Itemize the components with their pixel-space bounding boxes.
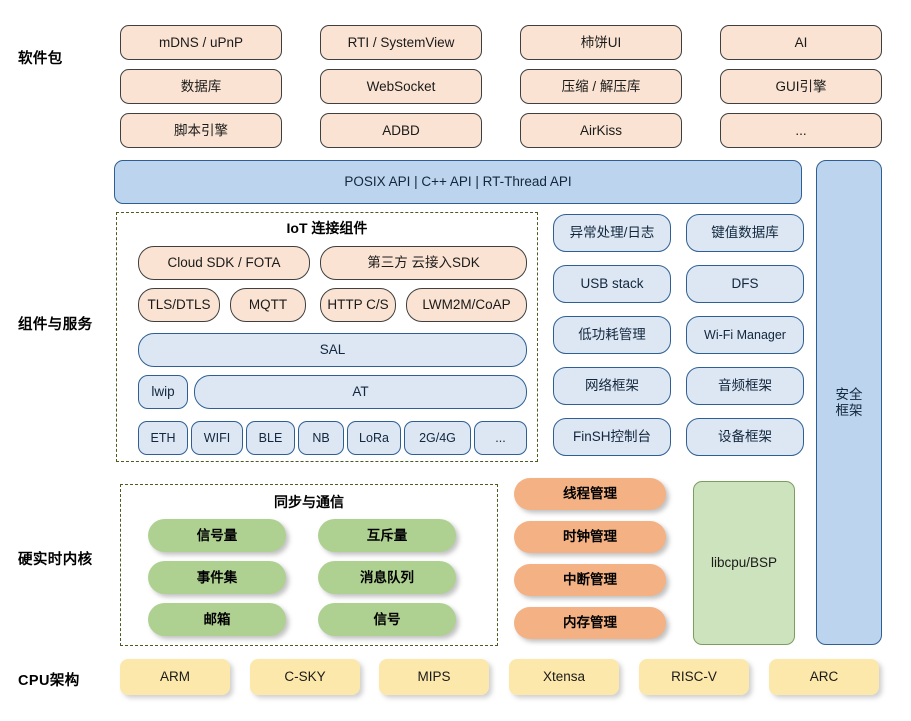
sync-communication-title: 同步与通信 xyxy=(274,494,344,510)
iot-phy-box[interactable]: BLE xyxy=(246,421,295,455)
api-layer-bar[interactable]: POSIX API | C++ API | RT-Thread API xyxy=(114,160,802,204)
iot-protocol-box[interactable]: HTTP C/S xyxy=(320,288,396,322)
iot-sal-box[interactable]: SAL xyxy=(138,333,527,367)
iot-phy-box[interactable]: ETH xyxy=(138,421,188,455)
component-box[interactable]: 音频框架 xyxy=(686,367,804,405)
cpu-arch-box[interactable]: MIPS xyxy=(379,659,489,695)
iot-phy-box[interactable]: WIFI xyxy=(191,421,243,455)
iot-phy-box[interactable]: 2G/4G xyxy=(404,421,471,455)
kernel-sync-box[interactable]: 事件集 xyxy=(148,561,286,594)
software-package-box[interactable]: ... xyxy=(720,113,882,148)
kernel-sync-box[interactable]: 邮箱 xyxy=(148,603,286,636)
kernel-sync-box[interactable]: 互斥量 xyxy=(318,519,456,552)
iot-protocol-box[interactable]: MQTT xyxy=(230,288,306,322)
software-package-box[interactable]: GUI引擎 xyxy=(720,69,882,104)
security-framework-column[interactable]: 安全 框架 xyxy=(816,160,882,645)
iot-protocol-box[interactable]: TLS/DTLS xyxy=(138,288,220,322)
software-package-box[interactable]: RTI / SystemView xyxy=(320,25,482,60)
component-box[interactable]: 设备框架 xyxy=(686,418,804,456)
iot-cloud-sdk-box[interactable]: Cloud SDK / FOTA xyxy=(138,246,310,280)
row-label-components-services: 组件与服务 xyxy=(18,317,93,333)
sync-communication-group xyxy=(120,484,498,646)
software-package-box[interactable]: 脚本引擎 xyxy=(120,113,282,148)
component-box[interactable]: FinSH控制台 xyxy=(553,418,671,456)
iot-phy-box[interactable]: NB xyxy=(298,421,344,455)
iot-protocol-box[interactable]: LWM2M/CoAP xyxy=(406,288,527,322)
security-framework-label-line1: 安全 xyxy=(835,386,863,402)
component-box[interactable]: DFS xyxy=(686,265,804,303)
iot-phy-box[interactable]: ... xyxy=(474,421,527,455)
kernel-sync-box[interactable]: 信号 xyxy=(318,603,456,636)
iot-connect-group xyxy=(116,212,538,462)
row-label-cpu-architecture: CPU架构 xyxy=(18,673,80,689)
software-package-box[interactable]: mDNS / uPnP xyxy=(120,25,282,60)
software-package-box[interactable]: 柿饼UI xyxy=(520,25,682,60)
software-package-box[interactable]: WebSocket xyxy=(320,69,482,104)
component-box[interactable]: USB stack xyxy=(553,265,671,303)
software-package-box[interactable]: 数据库 xyxy=(120,69,282,104)
component-box[interactable]: 键值数据库 xyxy=(686,214,804,252)
row-label-hard-realtime-kernel: 硬实时内核 xyxy=(18,552,93,568)
libcpu-bsp-box[interactable]: libcpu/BSP xyxy=(693,481,795,645)
component-box[interactable]: 网络框架 xyxy=(553,367,671,405)
component-box[interactable]: Wi-Fi Manager xyxy=(686,316,804,354)
kernel-sync-box[interactable]: 信号量 xyxy=(148,519,286,552)
software-package-box[interactable]: AI xyxy=(720,25,882,60)
kernel-management-box[interactable]: 内存管理 xyxy=(514,607,666,639)
cpu-arch-box[interactable]: RISC-V xyxy=(639,659,749,695)
component-box[interactable]: 异常处理/日志 xyxy=(553,214,671,252)
iot-phy-box[interactable]: LoRa xyxy=(347,421,401,455)
kernel-management-box[interactable]: 线程管理 xyxy=(514,478,666,510)
iot-at-box[interactable]: AT xyxy=(194,375,527,409)
kernel-management-box[interactable]: 中断管理 xyxy=(514,564,666,596)
iot-lwip-box[interactable]: lwip xyxy=(138,375,188,409)
software-package-box[interactable]: AirKiss xyxy=(520,113,682,148)
cpu-arch-box[interactable]: ARC xyxy=(769,659,879,695)
cpu-arch-box[interactable]: Xtensa xyxy=(509,659,619,695)
component-box[interactable]: 低功耗管理 xyxy=(553,316,671,354)
software-package-box[interactable]: 压缩 / 解压库 xyxy=(520,69,682,104)
row-label-software-packages: 软件包 xyxy=(18,51,63,67)
kernel-management-box[interactable]: 时钟管理 xyxy=(514,521,666,553)
kernel-sync-box[interactable]: 消息队列 xyxy=(318,561,456,594)
cpu-arch-box[interactable]: C-SKY xyxy=(250,659,360,695)
security-framework-label-line2: 框架 xyxy=(835,402,863,418)
software-package-box[interactable]: ADBD xyxy=(320,113,482,148)
iot-cloud-sdk-box[interactable]: 第三方 云接入SDK xyxy=(320,246,527,280)
iot-connect-group-title: IoT 连接组件 xyxy=(286,220,368,236)
cpu-arch-box[interactable]: ARM xyxy=(120,659,230,695)
